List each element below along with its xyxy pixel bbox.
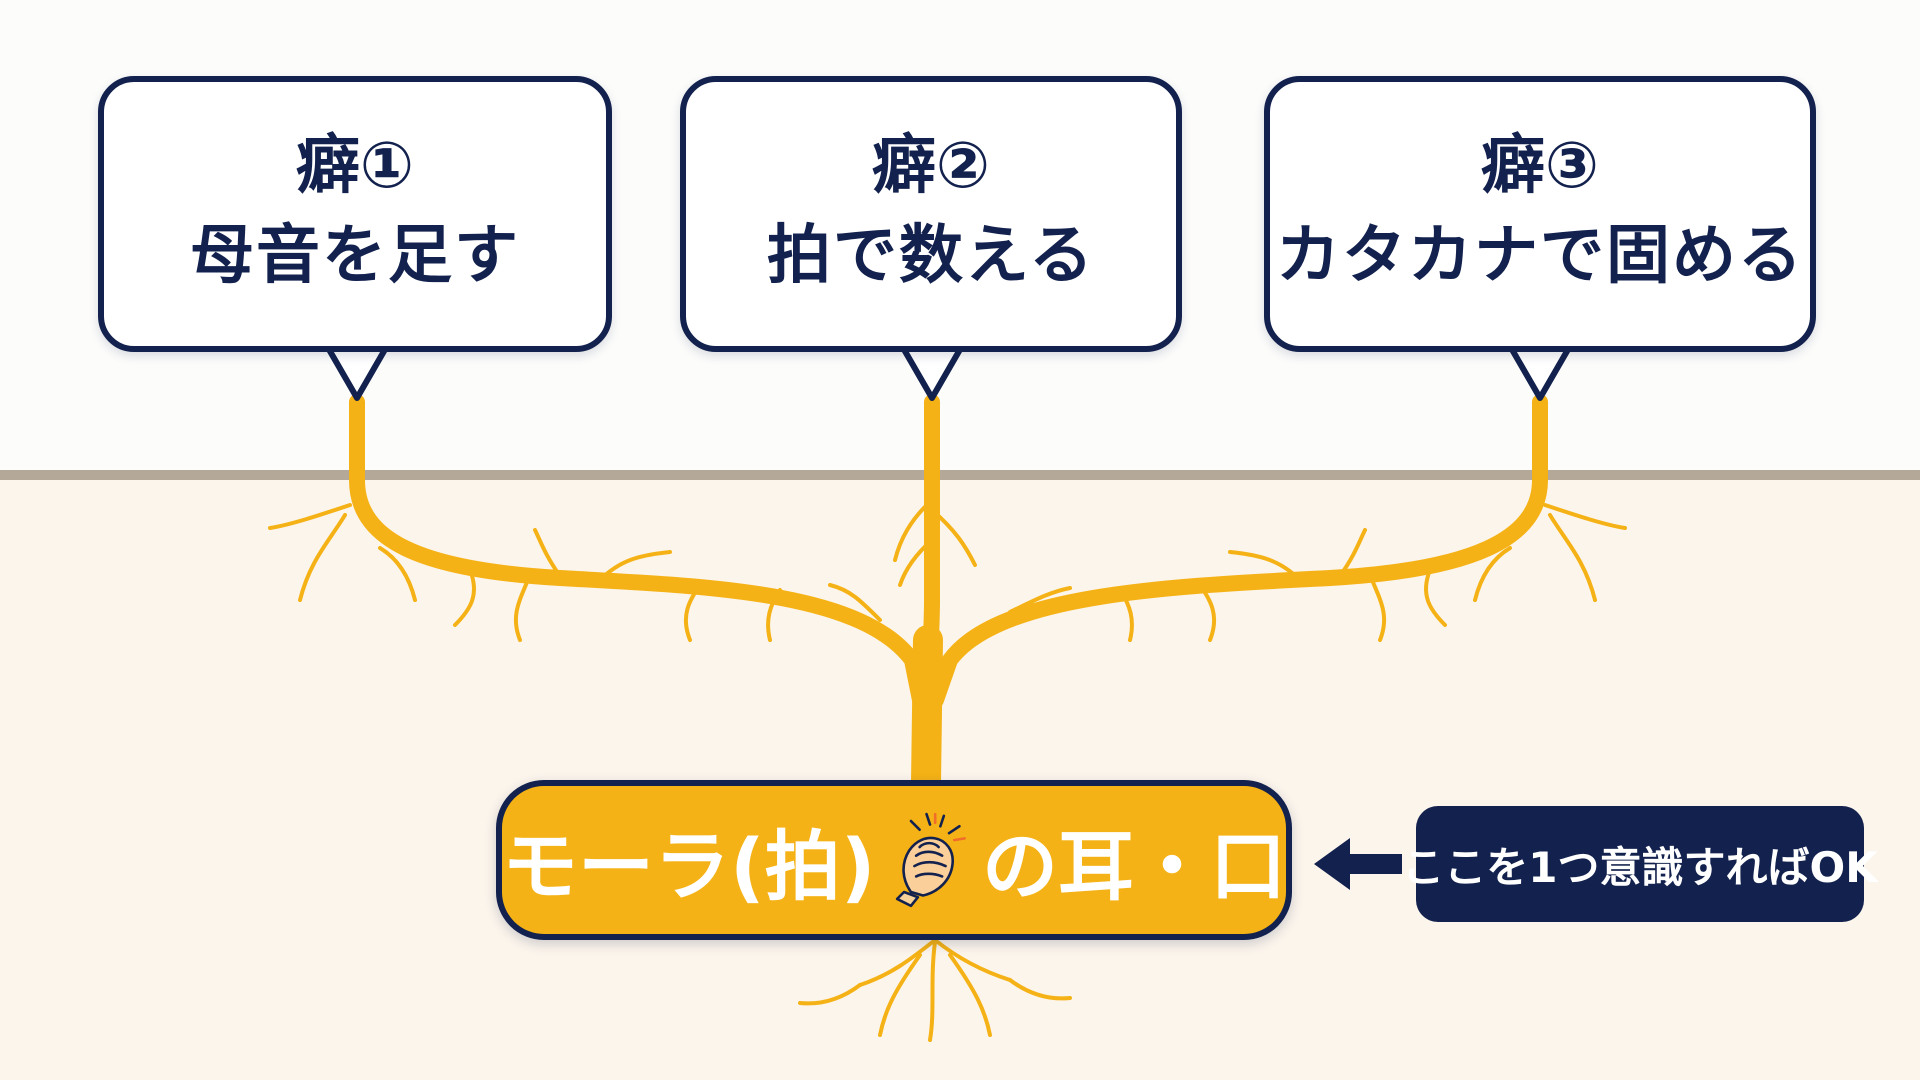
- trunk-thick: [911, 625, 943, 797]
- note-badge: ここを1つ意識すればOK: [1402, 806, 1878, 922]
- core-text-before: モーラ(拍): [502, 822, 876, 911]
- branch-right: [928, 394, 1548, 708]
- branch-left: [349, 394, 928, 708]
- rootlets: [268, 498, 1627, 1042]
- habit-tag-2: 癖②: [871, 129, 991, 203]
- habit-bubble-2: 癖② 拍で数える: [680, 76, 1182, 352]
- habit-bubble-1: 癖① 母音を足す: [98, 76, 612, 352]
- bubble-tail-1: [324, 344, 390, 401]
- core-box: モーラ(拍) の耳・口: [496, 780, 1292, 940]
- habit-bubble-3: 癖③ カタカナで固める: [1264, 76, 1816, 352]
- habit-tag-1: 癖①: [295, 129, 415, 203]
- bubble-tail-2: [899, 344, 965, 401]
- habit-text-1: 母音を足す: [190, 219, 520, 293]
- clapping-hands-icon: [896, 812, 967, 908]
- habit-tag-3: 癖③: [1480, 129, 1600, 203]
- ground-line: [0, 470, 1920, 480]
- bubble-tail-3: [1507, 344, 1573, 401]
- core-text-after: の耳・口: [982, 822, 1286, 911]
- arrow-left-icon: [1314, 838, 1402, 890]
- habit-text-2: 拍で数える: [766, 219, 1096, 293]
- habit-text-3: カタカナで固める: [1276, 219, 1804, 293]
